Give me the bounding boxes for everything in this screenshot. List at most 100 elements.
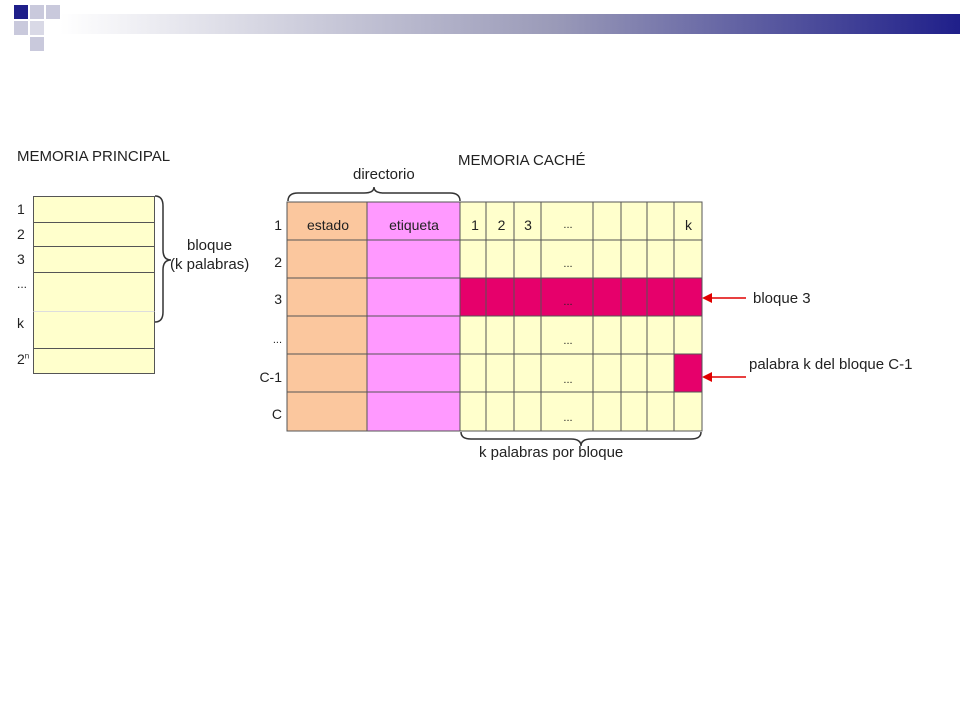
words-per-block-label: k palabras por bloque <box>479 444 624 461</box>
cache-word-cell <box>646 391 675 432</box>
cache-word-cell <box>485 353 515 393</box>
cache-word-cell <box>673 315 703 355</box>
cache-highlight-cell <box>485 277 515 317</box>
cache-highlight-cell <box>673 277 703 317</box>
cache-row-label: 1 <box>274 217 282 233</box>
arrow-head <box>702 293 712 303</box>
cache-etiqueta-cell <box>366 239 461 279</box>
cache-word-cell <box>485 391 515 432</box>
cache-word-cell <box>513 239 542 279</box>
directory-brace <box>287 186 461 202</box>
cache-grid <box>286 201 703 432</box>
cache-etiqueta-cell <box>366 391 461 432</box>
header-gradient-bar <box>60 14 960 34</box>
cache-word-cell <box>592 239 622 279</box>
arrows <box>702 293 746 382</box>
annotation-block3: bloque 3 <box>753 290 811 307</box>
cache-word-header: 3 <box>524 217 532 233</box>
cache-dots: ... <box>563 335 573 347</box>
cache-row-label: C-1 <box>259 369 282 385</box>
cache-word-header: k <box>685 217 692 233</box>
cache-word-header: 2 <box>497 217 506 233</box>
main-memory-row-label: 2 <box>17 226 25 242</box>
cache-word-cell <box>646 239 675 279</box>
header-square <box>14 21 28 35</box>
cache-word-cell <box>620 315 648 355</box>
cache-highlight-cell <box>646 277 675 317</box>
arrow-head <box>702 372 712 382</box>
cache-word-cell <box>673 391 703 432</box>
cache-row-label: 3 <box>274 291 282 307</box>
cache-word-cell <box>620 353 648 393</box>
main-memory-row <box>33 272 155 311</box>
cache-highlight-cell <box>592 277 622 317</box>
cache-word-cell <box>459 201 487 241</box>
cache-etiqueta-cell <box>366 353 461 393</box>
cache-word-cell <box>513 353 542 393</box>
cache-word-cell <box>459 315 487 355</box>
header-decoration <box>14 5 960 51</box>
directory-label: directorio <box>353 166 415 183</box>
main-memory-row-label: 1 <box>17 201 25 217</box>
cache-highlight-cell <box>459 277 487 317</box>
cache-etiqueta-cell <box>366 201 461 241</box>
cache-word-cell <box>592 201 622 241</box>
header-square <box>30 5 44 19</box>
main-memory-row-label: 3 <box>17 251 25 267</box>
main-memory-title: MEMORIA PRINCIPAL <box>17 148 171 165</box>
cache-highlight-cell <box>540 277 594 317</box>
cache-dots: ... <box>563 412 573 424</box>
header-square <box>30 37 44 51</box>
cache-word-cell <box>485 315 515 355</box>
cache-word-cell <box>620 391 648 432</box>
cache-estado-cell <box>286 315 368 355</box>
cache-word-cell <box>592 391 622 432</box>
cache-word-cell <box>592 315 622 355</box>
cache-word-cell <box>459 391 487 432</box>
cache-word-cell <box>673 239 703 279</box>
cache-dots: ... <box>563 374 573 386</box>
cache-col-etiqueta: etiqueta <box>389 217 439 233</box>
cache-word-cell <box>646 315 675 355</box>
cache-word-cell <box>540 353 594 393</box>
cache-word-header: 1 <box>471 217 479 233</box>
cache-word-cell <box>673 201 703 241</box>
main-memory-row-label: ... <box>17 277 28 291</box>
header-square <box>30 21 44 35</box>
cache-title: MEMORIA CACHÉ <box>458 152 586 169</box>
brace-label-line2: (k palabras) <box>170 256 250 273</box>
main-memory-brace <box>154 195 172 323</box>
main-memory-row <box>33 222 155 246</box>
cache-word-cell <box>513 201 542 241</box>
cache-word-cell <box>646 353 675 393</box>
cache-word-cell <box>540 391 594 432</box>
cache-word-cell <box>513 315 542 355</box>
cache-etiqueta-cell <box>366 277 461 317</box>
cache-word-header: ... <box>563 219 573 231</box>
cache-highlight-cell <box>513 277 542 317</box>
cache-estado-cell <box>286 391 368 432</box>
cache-highlight-cell <box>673 353 703 393</box>
cache-highlight-cell <box>620 277 648 317</box>
header-square <box>46 5 60 19</box>
cache-word-cell <box>485 239 515 279</box>
cache-word-cell <box>592 353 622 393</box>
cache-word-cell <box>646 201 675 241</box>
cache-word-cell <box>513 391 542 432</box>
cache-word-cell <box>459 353 487 393</box>
cache-etiqueta-cell <box>366 315 461 355</box>
cache-word-cell <box>620 201 648 241</box>
words-brace <box>460 431 702 447</box>
cache-estado-cell <box>286 353 368 393</box>
cache-estado-cell <box>286 277 368 317</box>
cache-dots: ... <box>563 258 573 270</box>
main-memory-row <box>33 196 155 222</box>
brace-label-line1: bloque <box>187 237 233 254</box>
cache-row-label: 2 <box>274 254 282 270</box>
cache-word-cell <box>459 239 487 279</box>
header-square <box>14 5 28 19</box>
cache-row-label: C <box>271 406 282 422</box>
annotation-word-k: palabra k del bloque C-1 <box>749 356 913 373</box>
main-memory-row <box>33 311 155 348</box>
main-memory-row-label: k <box>17 315 24 331</box>
